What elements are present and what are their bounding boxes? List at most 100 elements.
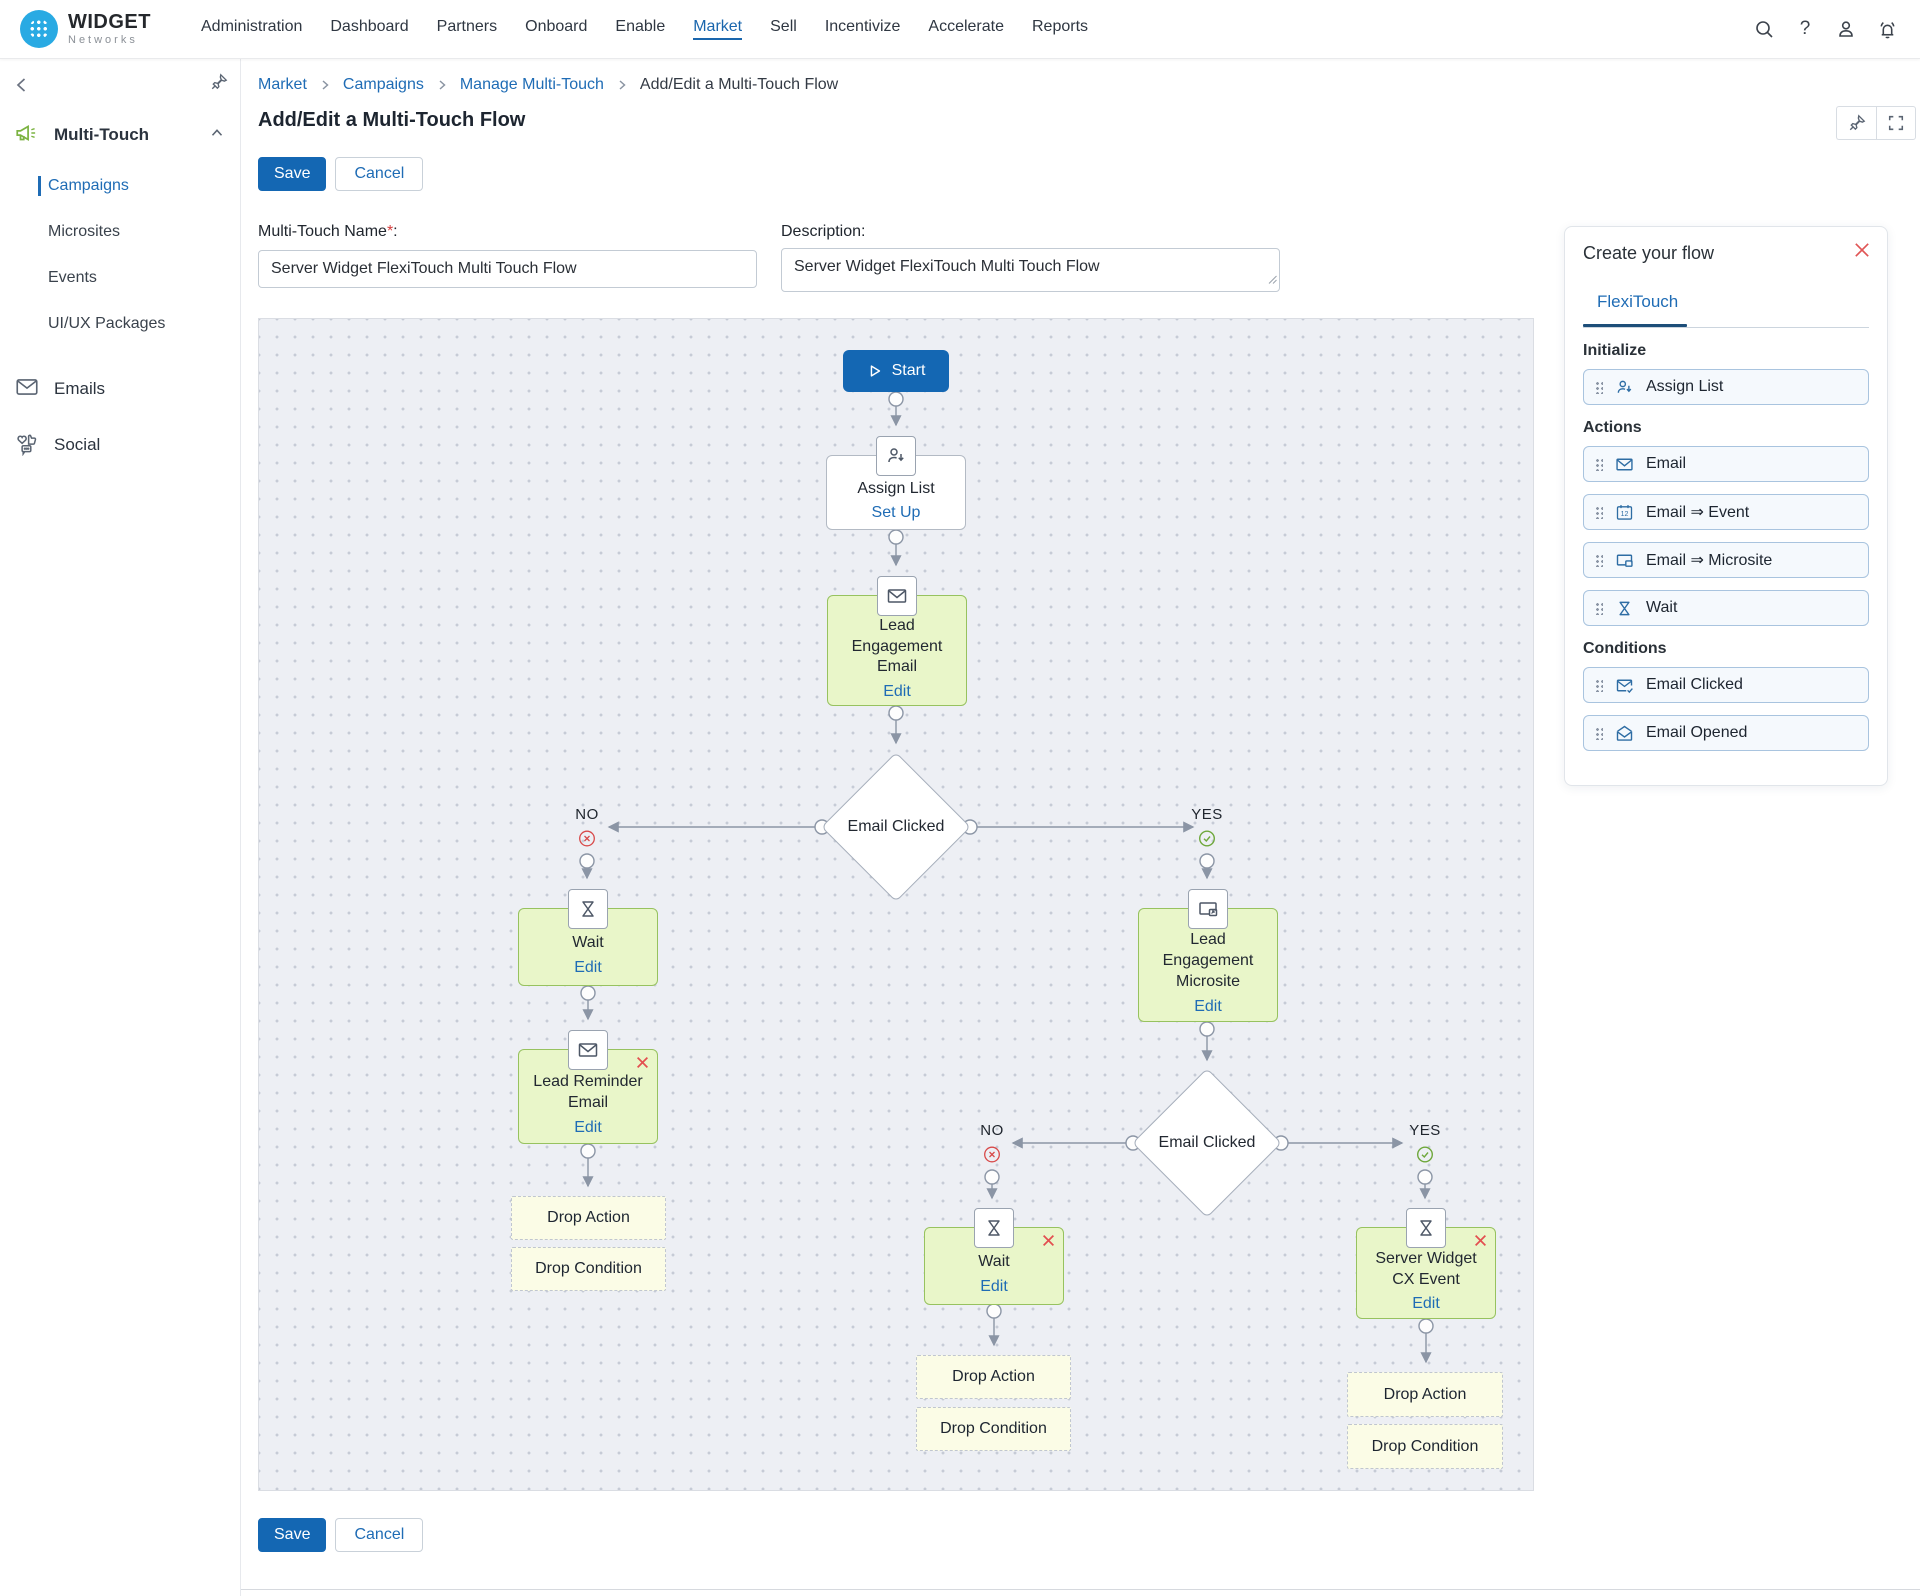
chevron-up-icon[interactable] (208, 124, 226, 147)
edit-link[interactable]: Edit (574, 958, 602, 976)
active-tab-indicator (1583, 324, 1687, 327)
drop-condition-zone[interactable]: Drop Condition (1347, 1424, 1503, 1469)
sidebar-item-microsites[interactable]: Microsites (48, 223, 121, 240)
nav-item-onboard[interactable]: Onboard (525, 18, 588, 35)
palette-item-email-microsite[interactable]: Email ⇒ Microsite (1583, 542, 1869, 578)
palette-item-label: Email ⇒ Event (1646, 504, 1750, 521)
branch-label-yes: YES (1191, 806, 1223, 823)
collapse-sidebar-chevron-left-icon[interactable] (12, 75, 32, 100)
edit-link[interactable]: Edit (1412, 1295, 1440, 1313)
palette-item-label: Email Clicked (1646, 676, 1743, 693)
brand-logo[interactable]: WIDGET Networks (20, 10, 151, 48)
breadcrumb-market[interactable]: Market (258, 76, 307, 93)
node-title: Lead Reminder Email (533, 1073, 643, 1111)
save-button[interactable]: Save (258, 157, 327, 191)
flow-node-email-clicked-condition-1[interactable]: Email Clicked (821, 752, 971, 902)
save-button[interactable]: Save (258, 1518, 327, 1552)
drop-action-zone[interactable]: Drop Action (916, 1355, 1071, 1399)
drag-handle-icon (1594, 601, 1603, 615)
search-icon[interactable] (1753, 18, 1775, 40)
flow-node-email-clicked-condition-2[interactable]: Email Clicked (1132, 1068, 1282, 1218)
drop-condition-zone[interactable]: Drop Condition (511, 1247, 666, 1291)
sidebar-group-multi-touch[interactable]: Multi-Touch (0, 113, 240, 157)
nav-item-reports[interactable]: Reports (1032, 18, 1089, 35)
flow-node-server-widget-cx-event[interactable]: Server Widget CX Event Edit (1356, 1208, 1496, 1319)
set-up-link[interactable]: Set Up (871, 504, 921, 522)
sidebar-item-events[interactable]: Events (48, 269, 97, 286)
description-label: Description: (781, 223, 866, 240)
palette-item-email-event[interactable]: 12 Email ⇒ Event (1583, 494, 1869, 530)
hourglass-icon (568, 889, 608, 929)
user-icon[interactable] (1835, 18, 1857, 40)
email-icon (1614, 454, 1635, 475)
drop-action-zone[interactable]: Drop Action (511, 1196, 666, 1240)
edit-link[interactable]: Edit (883, 683, 911, 701)
nav-item-sell[interactable]: Sell (770, 18, 797, 35)
pin-panel-button[interactable] (1836, 106, 1876, 140)
tab-divider (1583, 327, 1869, 328)
flow-node-lead-engagement-email[interactable]: Lead Engagement Email Edit (827, 576, 967, 706)
nav-item-dashboard[interactable]: Dashboard (330, 18, 409, 35)
delete-node-icon[interactable] (636, 1056, 649, 1069)
nav-item-market[interactable]: Market (693, 18, 743, 40)
nav-item-accelerate[interactable]: Accelerate (928, 18, 1004, 35)
drop-condition-zone[interactable]: Drop Condition (916, 1407, 1071, 1451)
notifications-bell-icon[interactable] (1876, 18, 1898, 40)
drag-handle-icon (1594, 678, 1603, 692)
palette-item-email-opened[interactable]: Email Opened (1583, 715, 1869, 751)
nav-item-administration[interactable]: Administration (201, 18, 303, 35)
fullscreen-icon (1888, 115, 1904, 131)
section-label-actions: Actions (1583, 419, 1642, 436)
palette-item-assign-list[interactable]: Assign List (1583, 369, 1869, 405)
tab-flexitouch[interactable]: FlexiTouch (1597, 292, 1679, 311)
edit-link[interactable]: Edit (574, 1118, 602, 1136)
condition-label: Email Clicked (1158, 1134, 1256, 1151)
sidebar-item-uiux-packages[interactable]: UI/UX Packages (48, 315, 166, 332)
palette-item-email[interactable]: Email (1583, 446, 1869, 482)
brand-title: WIDGET (68, 11, 151, 33)
close-panel-icon[interactable] (1853, 241, 1871, 259)
description-textarea[interactable]: Server Widget FlexiTouch Multi Touch Flo… (781, 248, 1280, 292)
top-navigation: WIDGET Networks Administration Dashboard… (0, 0, 1920, 59)
delete-node-icon[interactable] (1474, 1234, 1487, 1247)
help-icon[interactable]: ? (1799, 18, 1811, 39)
node-title: Wait (572, 934, 604, 952)
edit-link[interactable]: Edit (1194, 997, 1222, 1015)
section-label-conditions: Conditions (1583, 640, 1667, 657)
palette-item-wait[interactable]: Wait (1583, 590, 1869, 626)
start-node[interactable]: Start (843, 350, 949, 392)
flow-node-assign-list[interactable]: Assign List Set Up (826, 436, 966, 530)
node-title: Wait (978, 1253, 1010, 1271)
create-flow-panel: Create your flow FlexiTouch Initialize A… (1564, 226, 1888, 786)
node-title: Server Widget CX Event (1375, 1249, 1477, 1288)
flow-node-wait-2[interactable]: Wait Edit (924, 1208, 1064, 1305)
nav-item-incentivize[interactable]: Incentivize (824, 18, 901, 35)
sidebar-item-campaigns[interactable]: Campaigns (0, 163, 240, 209)
multi-touch-name-input[interactable] (258, 250, 757, 288)
palette-item-label: Email Opened (1646, 724, 1748, 741)
drag-handle-icon (1594, 505, 1603, 519)
flow-canvas[interactable]: Start Assign List Set Up Lead Engagement… (258, 318, 1534, 1491)
branch-label-no: NO (980, 1122, 1004, 1139)
fullscreen-button[interactable] (1876, 106, 1916, 140)
breadcrumb-campaigns[interactable]: Campaigns (342, 76, 424, 93)
flow-node-lead-engagement-microsite[interactable]: Lead Engagement Microsite Edit (1138, 889, 1278, 1022)
sidebar-item-social[interactable]: Social (0, 417, 240, 473)
flow-node-lead-reminder-email[interactable]: Lead Reminder Email Edit (518, 1030, 658, 1144)
sidebar-item-emails[interactable]: Emails (0, 361, 240, 417)
sidebar-item-label: Social (54, 435, 101, 454)
breadcrumb-manage-multi-touch[interactable]: Manage Multi-Touch (459, 76, 604, 93)
cancel-button[interactable]: Cancel (335, 157, 424, 191)
nav-item-partners[interactable]: Partners (436, 18, 498, 35)
nav-item-enable[interactable]: Enable (615, 18, 666, 35)
drop-action-zone[interactable]: Drop Action (1347, 1372, 1503, 1417)
cancel-button[interactable]: Cancel (335, 1518, 424, 1552)
flow-node-wait-1[interactable]: Wait Edit (518, 889, 658, 986)
delete-node-icon[interactable] (1042, 1234, 1055, 1247)
chevron-right-icon (436, 79, 448, 91)
calendar-event-icon: 12 (1614, 502, 1635, 523)
sidebar-item-label: Emails (54, 379, 106, 398)
edit-link[interactable]: Edit (980, 1277, 1008, 1295)
pin-sidebar-icon[interactable] (210, 73, 228, 96)
palette-item-email-clicked[interactable]: Email Clicked (1583, 667, 1869, 703)
